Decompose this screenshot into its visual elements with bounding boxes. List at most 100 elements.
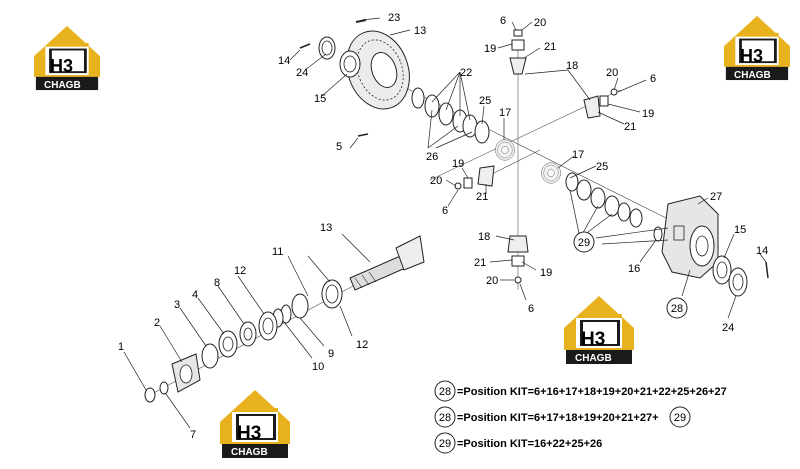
callout-20-bottom: 20 xyxy=(486,275,498,287)
callout-8: 8 xyxy=(214,277,220,289)
callout-12-left: 12 xyxy=(234,265,246,277)
side-gear-17-right xyxy=(541,162,561,184)
callout-4: 4 xyxy=(192,289,198,301)
kit-line-3: 29 =Position KIT=16+22+25+26 xyxy=(434,432,602,454)
seal-4 xyxy=(218,330,238,358)
callout-25-upper: 25 xyxy=(479,95,491,107)
svg-text:H3: H3 xyxy=(237,423,261,444)
callout-21-right: 21 xyxy=(624,121,636,133)
kit-1-number: 28 xyxy=(439,386,451,398)
side-gear-17-center xyxy=(495,139,515,161)
pinion-stack-right xyxy=(583,88,618,119)
callout-24-upper: 24 xyxy=(296,67,308,79)
callout-21-left: 21 xyxy=(476,191,488,203)
svg-text:CHAGB: CHAGB xyxy=(575,353,612,364)
callout-17-center: 17 xyxy=(499,107,511,119)
callout-19-bottom: 19 xyxy=(540,267,552,279)
flange-2 xyxy=(171,353,201,393)
callout-labels: 23 13 14 24 15 22 25 17 26 5 6 20 19 21 … xyxy=(118,12,768,441)
kit-2-number: 28 xyxy=(439,412,451,424)
svg-text:29: 29 xyxy=(578,237,590,249)
pinion-stack-top xyxy=(509,29,527,75)
logo-bottom-left: H3 CHAGB xyxy=(220,390,290,458)
bolt-23 xyxy=(355,19,367,23)
logo-top-left: H3 CHAGB xyxy=(34,25,100,91)
callout-21-top: 21 xyxy=(544,41,556,53)
svg-text:CHAGB: CHAGB xyxy=(231,447,268,458)
kit-3-text: =Position KIT=16+22+25+26 xyxy=(457,438,602,450)
callout-6-top: 6 xyxy=(500,15,506,27)
bearing-15-right xyxy=(712,255,732,285)
callout-11: 11 xyxy=(272,246,283,258)
pinion-stack-left xyxy=(454,165,495,190)
callout-6-right: 6 xyxy=(650,73,656,85)
differential-housing-27 xyxy=(661,195,719,279)
kit-1-text: =Position KIT=6+16+17+18+19+20+21+22+25+… xyxy=(457,386,727,398)
spacer-11 xyxy=(291,293,309,319)
callout-19-right: 19 xyxy=(642,108,654,120)
kit-legend: 28 =Position KIT=6+16+17+18+19+20+21+22+… xyxy=(434,380,727,454)
svg-text:H3: H3 xyxy=(581,329,605,350)
callout-10: 10 xyxy=(312,361,324,373)
bearing-12-right xyxy=(321,279,343,309)
svg-text:CHAGB: CHAGB xyxy=(734,70,771,81)
callout-21-bottom: 21 xyxy=(474,257,486,269)
callout-18-top: 18 xyxy=(566,60,578,72)
callout-1: 1 xyxy=(118,341,124,353)
bolt-5 xyxy=(357,133,369,137)
callout-20-left: 20 xyxy=(430,175,442,187)
bearing-15-upper xyxy=(339,50,361,78)
callout-6-bottom: 6 xyxy=(528,303,534,315)
logo-top-right: H3 CHAGB xyxy=(724,15,790,81)
callout-14-upper: 14 xyxy=(278,55,290,67)
logo-center: H3 CHAGB xyxy=(564,296,634,364)
ring-24-right xyxy=(728,267,748,297)
svg-text:H3: H3 xyxy=(740,46,763,66)
washer-stack-right xyxy=(565,172,643,228)
leader-lines xyxy=(123,17,767,429)
callout-18-bottom: 18 xyxy=(478,231,490,243)
nut-1 xyxy=(144,387,156,403)
callout-15-right: 15 xyxy=(734,224,746,236)
shim-16 xyxy=(653,226,663,242)
callout-13-lower: 13 xyxy=(320,222,332,234)
callout-6-left: 6 xyxy=(442,205,448,217)
callout-17-right: 17 xyxy=(572,149,584,161)
kit-2-text: =Position KIT=6+17+18+19+20+21+27+ xyxy=(457,412,659,424)
callout-26: 26 xyxy=(426,151,438,163)
kit-callout-28-diagram: 28 xyxy=(666,297,688,319)
callout-19-top: 19 xyxy=(484,43,496,55)
pinion-shaft-13 xyxy=(349,235,425,291)
svg-text:28: 28 xyxy=(671,303,683,315)
callout-16: 16 xyxy=(628,263,640,275)
bearing-12-left xyxy=(258,311,278,341)
callout-25-right: 25 xyxy=(596,161,608,173)
callout-12-right: 12 xyxy=(356,339,368,351)
callout-2: 2 xyxy=(154,317,160,329)
callout-23: 23 xyxy=(388,12,400,24)
kit-2-trailing: 29 xyxy=(674,412,686,424)
callout-24-right: 24 xyxy=(722,322,734,334)
callout-15-upper: 15 xyxy=(314,93,326,105)
callout-27: 27 xyxy=(710,191,722,203)
ring-8 xyxy=(239,321,257,347)
callout-19-left: 19 xyxy=(452,158,464,170)
callout-20-right: 20 xyxy=(606,67,618,79)
kit-3-number: 29 xyxy=(439,438,451,450)
callout-3: 3 xyxy=(174,299,180,311)
crown-gear xyxy=(346,30,410,110)
kit-callout-29-diagram: 29 xyxy=(573,231,595,253)
callout-22-upper: 22 xyxy=(460,67,472,79)
kit-line-1: 28 =Position KIT=6+16+17+18+19+20+21+22+… xyxy=(434,380,727,402)
bolt-14-right xyxy=(765,261,769,279)
callout-13-upper: 13 xyxy=(414,25,426,37)
kit-line-2: 28 =Position KIT=6+17+18+19+20+21+27+ 29 xyxy=(434,406,691,428)
callout-5: 5 xyxy=(336,141,342,153)
oring-7 xyxy=(159,381,169,395)
ring-3 xyxy=(201,343,219,369)
svg-text:H3: H3 xyxy=(50,56,73,76)
svg-text:CHAGB: CHAGB xyxy=(44,80,81,91)
washer-stack-upper xyxy=(411,87,490,144)
